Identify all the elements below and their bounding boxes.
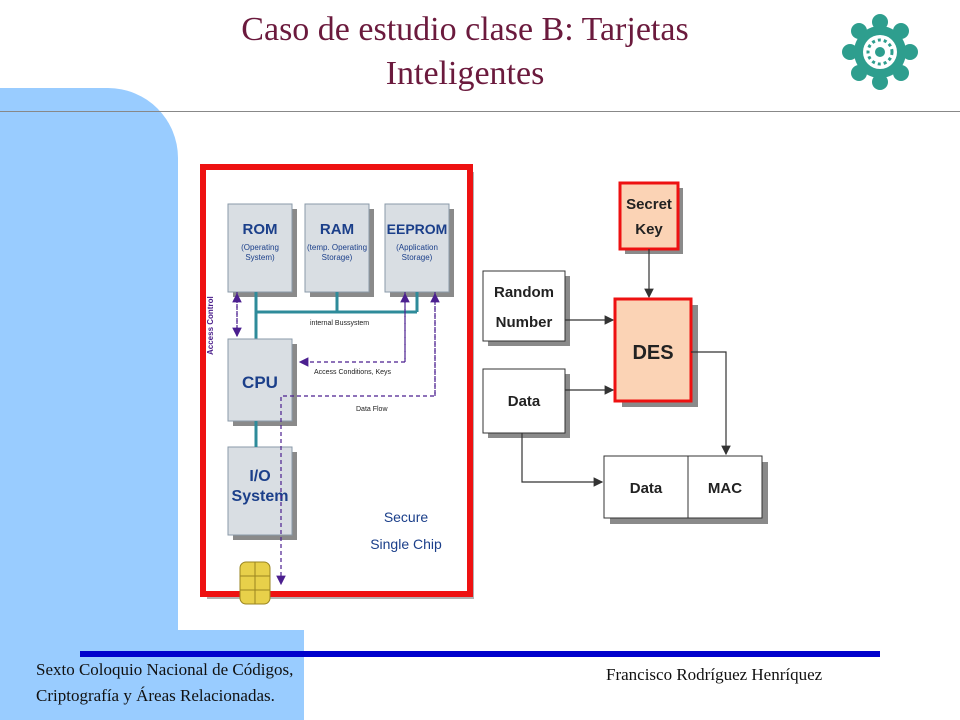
- ram-module: [304, 203, 370, 293]
- output-block: [603, 455, 763, 519]
- data-flow-path: [276, 292, 440, 586]
- random-number-box: [482, 270, 566, 342]
- footer-author: Francisco Rodríguez Henríquez: [606, 665, 823, 684]
- des-to-mac-arrow: [691, 351, 731, 456]
- access-conditions-path: [298, 292, 410, 367]
- cpu-label: CPU: [242, 373, 278, 392]
- secret-key-box: [618, 181, 680, 251]
- random-number-label-2: Number: [496, 314, 553, 331]
- eeprom-sub-1: (Application: [396, 243, 438, 252]
- institution-logo-icon: [842, 14, 918, 90]
- access-conditions-label: Access Conditions, Keys: [314, 369, 392, 376]
- des-label: DES: [632, 342, 673, 364]
- ram-sub-1: (temp. Operating: [307, 243, 367, 252]
- card-contact-icon: [239, 561, 271, 605]
- bottom-decoration: [0, 630, 304, 720]
- rom-sub-2: System): [245, 253, 275, 262]
- data-input-label: Data: [508, 393, 541, 410]
- data-input-box: [482, 368, 566, 434]
- output-data-label: Data: [630, 480, 663, 497]
- ram-sub-2: Storage): [322, 253, 353, 262]
- mac-label: MAC: [708, 480, 742, 497]
- secure-chip-label-1: Secure: [384, 509, 429, 525]
- footer-divider: [80, 651, 880, 657]
- eeprom-sub-2: Storage): [402, 253, 433, 262]
- des-box: [613, 297, 693, 403]
- data-flow-label: Data Flow: [356, 406, 388, 413]
- title-divider: [0, 111, 960, 112]
- internal-bus: [254, 292, 419, 339]
- eeprom-module: [384, 203, 450, 293]
- io-label-2: System: [232, 488, 289, 505]
- rom-module: [227, 203, 293, 293]
- slide-title: Caso de estudio clase B: Tarjetas Inteli…: [95, 8, 835, 96]
- data-to-output-arrow: [521, 433, 604, 487]
- ram-label: RAM: [320, 221, 354, 238]
- footer-conference-line-1: Sexto Coloquio Nacional de Códigos,: [36, 660, 294, 679]
- title-line-1: Caso de estudio clase B: Tarjetas: [241, 11, 689, 48]
- eeprom-label: EEPROM: [387, 221, 448, 237]
- rom-label: ROM: [243, 221, 278, 238]
- access-control-label: Access Control: [206, 296, 215, 355]
- footer-conference-line-2: Criptografía y Áreas Relacionadas.: [36, 686, 275, 705]
- secure-chip-label-2: Single Chip: [370, 536, 442, 552]
- secret-key-label-1: Secret: [626, 196, 672, 213]
- smart-card-diagram: ROM (Operating System) RAM (temp. Operat…: [200, 164, 768, 605]
- secret-key-label-2: Key: [635, 221, 663, 238]
- internal-bus-label: internal Bussystem: [310, 320, 369, 327]
- random-number-label-1: Random: [494, 284, 554, 301]
- rom-sub-1: (Operating: [241, 243, 279, 252]
- io-label-1: I/O: [249, 468, 270, 485]
- title-line-2: Inteligentes: [385, 55, 545, 92]
- footer-conference: Sexto Coloquio Nacional de Códigos, Crip…: [36, 657, 293, 709]
- side-decoration: [0, 88, 178, 720]
